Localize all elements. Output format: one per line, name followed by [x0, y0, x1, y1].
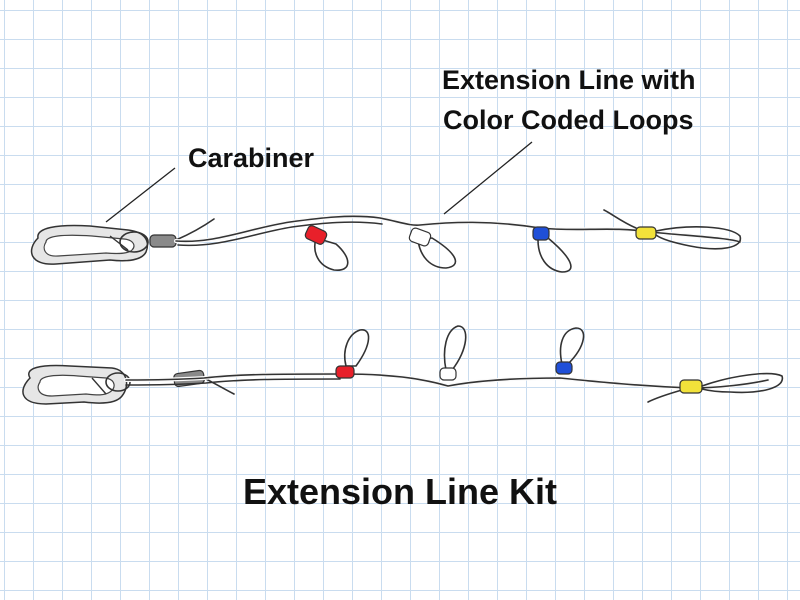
top-yellow-marker — [635, 226, 657, 240]
bottom-yellow-marker — [679, 379, 703, 394]
carabiner-label: Carabiner — [188, 143, 315, 173]
top-blue-marker — [532, 226, 550, 241]
top-end-loop — [655, 226, 742, 250]
bottom-extension-line — [22, 325, 784, 405]
bottom-end-loop — [701, 372, 784, 394]
carabiner-leader-line — [105, 167, 176, 223]
top-white-loop — [417, 237, 457, 269]
top-attachment-loop — [119, 231, 149, 253]
bottom-blue-marker — [555, 361, 573, 375]
extension-line-leader-line — [443, 141, 533, 215]
top-red-loop — [314, 237, 349, 271]
bottom-white-loop — [443, 325, 467, 371]
bottom-carabiner — [22, 364, 128, 405]
top-extension-line — [30, 209, 742, 273]
top-carabiner — [30, 224, 149, 265]
bottom-red-marker — [335, 365, 355, 379]
diagram-title: Extension Line Kit — [242, 471, 558, 512]
extension-line-label-line1: Extension Line with — [442, 65, 696, 95]
top-red-marker — [304, 225, 328, 245]
bottom-attachment-loop — [105, 372, 131, 392]
bottom-white-marker — [439, 367, 457, 381]
bottom-blue-loop — [559, 327, 585, 365]
top-white-marker — [408, 227, 432, 247]
extension-line-label-line2: Color Coded Loops — [443, 105, 694, 135]
top-gray-sleeve — [149, 234, 177, 248]
bottom-red-loop — [344, 329, 370, 367]
top-blue-loop — [537, 237, 572, 273]
